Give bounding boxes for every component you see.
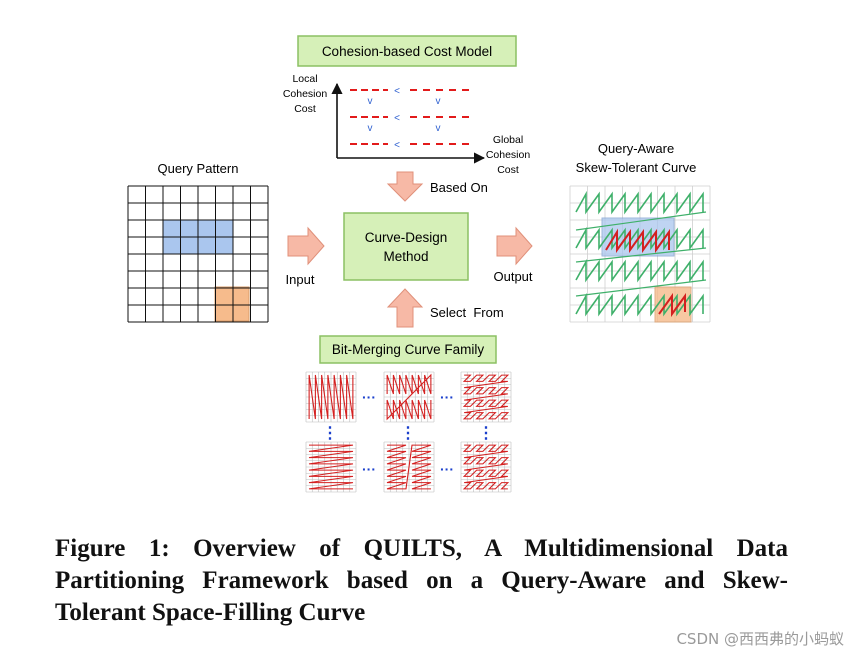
thumb-curve (462, 374, 510, 420)
curve-thumbnail (460, 441, 512, 493)
curve-query-segment (658, 292, 686, 318)
cost-model-title: Cohesion-based Cost Model (322, 44, 492, 59)
check-marker: v (368, 123, 373, 134)
x-axis-label-line3: Cost (497, 164, 519, 176)
thumb-curve (386, 444, 432, 490)
y-axis-label-line2: Cohesion (283, 88, 328, 100)
curve-band (575, 190, 704, 215)
curve-link (575, 211, 707, 231)
curve-design-line1: Curve-Design (365, 230, 448, 245)
cost-dash-rows: < < < v v v v (350, 86, 470, 151)
input-label: Input (286, 272, 315, 287)
curve-band (575, 258, 704, 283)
select-from-arrow: Select From (386, 288, 504, 328)
curve-thumbnail (305, 441, 357, 493)
curve-family-box: Bit-Merging Curve Family (319, 335, 497, 364)
ellipsis-vertical: ⋮ (400, 425, 416, 442)
select-from-label: Select From (430, 305, 504, 320)
curve-design-line2: Method (383, 249, 428, 264)
curve-thumbnail (383, 371, 435, 423)
check-marker: v (436, 96, 441, 107)
curve-family-thumbnails (305, 371, 512, 493)
input-arrow: Input (286, 226, 325, 287)
cost-model-box: Cohesion-based Cost Model (297, 35, 517, 67)
based-on-arrow: Based On (386, 171, 488, 202)
ellipsis-vertical: ⋮ (478, 425, 494, 442)
less-than-marker: < (394, 140, 400, 151)
ellipsis-horizontal: ··· (440, 389, 454, 405)
x-axis-label-line2: Cohesion (486, 149, 531, 161)
skew-tolerant-curve (569, 185, 711, 323)
thumb-curve (308, 374, 354, 420)
ellipsis-horizontal: ··· (440, 461, 454, 477)
curve-thumbnail (383, 441, 435, 493)
thumb-curve (308, 444, 354, 490)
thumb-curve (462, 444, 510, 490)
ellipsis-horizontal: ··· (362, 461, 376, 477)
output-label: Output (493, 269, 532, 284)
based-on-label: Based On (430, 180, 488, 195)
less-than-marker: < (394, 86, 400, 97)
x-axis-label-line1: Global (493, 134, 523, 146)
curve-link (575, 279, 707, 297)
output-curve-title-line1: Query-Aware (598, 141, 674, 156)
query-region-orange (214, 286, 250, 322)
curve-thumbnail (460, 371, 512, 423)
check-marker: v (368, 96, 373, 107)
curve-band (575, 226, 704, 251)
watermark: CSDN @西西弗的小蚂蚁 (676, 630, 844, 648)
ellipsis-vertical: ⋮ (322, 425, 338, 442)
output-arrow: Output (493, 226, 533, 284)
figure-caption: Figure 1: Overview of QUILTS, A Multidim… (55, 535, 788, 626)
thumb-curve (386, 373, 432, 421)
output-curve-title-line2: Skew-Tolerant Curve (576, 160, 697, 175)
query-pattern-grid (127, 185, 269, 323)
ellipsis-horizontal: ··· (362, 389, 376, 405)
y-axis-label-line3: Cost (294, 103, 316, 115)
check-marker: v (436, 123, 441, 134)
curve-thumbnail (305, 371, 357, 423)
cost-model-chart: Local Cohesion Cost Global Cohesion Cost… (283, 73, 531, 176)
curve-family-title: Bit-Merging Curve Family (332, 342, 485, 357)
y-axis-label-line1: Local (292, 73, 317, 85)
overview-diagram: Cohesion-based Cost Model Local Cohesion… (127, 35, 711, 493)
curve-design-method-box: Curve-Design Method (343, 212, 469, 281)
query-pattern-title: Query Pattern (158, 161, 239, 176)
curve-query-segment (605, 228, 670, 254)
less-than-marker: < (394, 113, 400, 124)
family-ellipses: ··· ··· ··· ··· ⋮ ⋮ ⋮ (322, 389, 494, 477)
curve-link (575, 247, 707, 263)
